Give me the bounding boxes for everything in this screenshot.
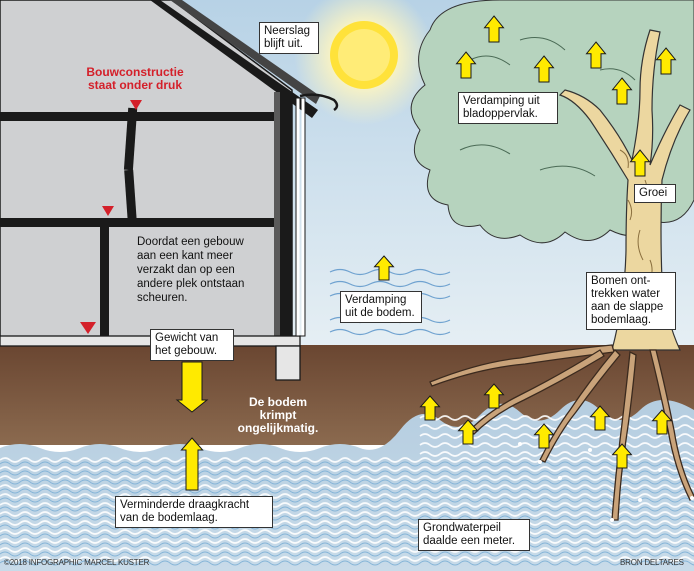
- yellow-arrow-up-14: [651, 409, 673, 435]
- lower-floor-beam: [0, 218, 292, 227]
- yellow-arrow-up-4: [611, 77, 633, 105]
- label-rain: Neerslag blijft uit.: [259, 22, 319, 54]
- label-soil-evaporation: Verdamping uit de bodem.: [340, 291, 422, 323]
- yellow-arrow-up-7: [373, 255, 395, 281]
- label-building-weight: Gewicht van het gebouw.: [150, 329, 234, 361]
- label-reduced-capacity: Verminderde draagkracht van de bodemlaag…: [115, 496, 273, 528]
- yellow-arrow-up-15: [180, 437, 204, 491]
- yellow-arrow-up-3: [585, 41, 607, 69]
- yellow-arrow-up-0: [483, 15, 505, 43]
- yellow-arrow-up-9: [483, 383, 505, 409]
- yellow-arrow-up-13: [611, 443, 633, 469]
- label-groundwater: Grondwaterpeil daalde een meter.: [418, 519, 530, 551]
- credit-infographic: ©2018 INFOGRAPHIC MARCEL KUSTER: [4, 558, 150, 567]
- label-trees-extract: Bomen ont- trekken water aan de slappe b…: [586, 272, 676, 330]
- label-soil-shrinks: De bodem krimpt ongelijkmatig.: [237, 395, 319, 435]
- facade: [280, 92, 292, 338]
- inner-wall: [123, 107, 138, 171]
- arrow-group: [175, 15, 677, 491]
- yellow-arrow-up-8: [419, 395, 441, 421]
- crack-marker-upper: [130, 100, 142, 110]
- yellow-arrow-up-2: [533, 55, 555, 83]
- yellow-arrow-up-6: [629, 149, 651, 177]
- yellow-arrow-down-16: [175, 361, 209, 413]
- label-leaf-evaporation: Verdamping uit bladoppervlak.: [458, 92, 558, 124]
- crack-marker-floor: [80, 322, 96, 334]
- yellow-arrow-up-11: [533, 423, 555, 449]
- inner-wall-lower: [124, 169, 137, 223]
- crack-marker-middle: [102, 206, 114, 216]
- ground-floor-wall: [100, 222, 109, 338]
- yellow-arrow-up-5: [655, 47, 677, 75]
- label-growth: Groei: [634, 184, 676, 203]
- credit-source: BRON DELTARES: [620, 558, 684, 567]
- tree-roots: [429, 344, 694, 521]
- yellow-arrow-up-1: [455, 51, 477, 79]
- sun: [294, 0, 434, 125]
- foundation: [275, 345, 301, 381]
- yellow-arrow-up-10: [457, 419, 479, 445]
- upper-floor-beam: [0, 112, 292, 121]
- crack-markers: [80, 100, 142, 334]
- label-cracks: Doordat een gebouw aan een kant meer ver…: [137, 236, 245, 304]
- yellow-arrow-up-12: [589, 405, 611, 431]
- label-construction-pressure: Bouwconstructie staat onder druk: [86, 65, 184, 92]
